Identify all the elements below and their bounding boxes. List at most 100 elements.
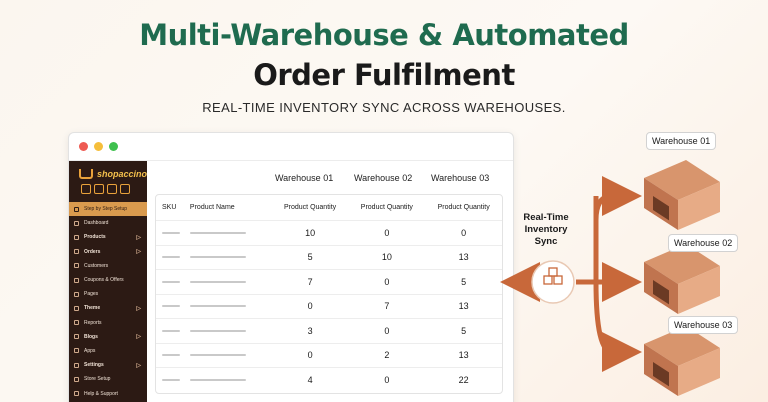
name-placeholder xyxy=(189,280,246,283)
sidebar-item-label: Apps xyxy=(84,347,96,354)
qty-cell-warehouse-1: 10 xyxy=(305,227,316,238)
qty-cell-warehouse-2: 2 xyxy=(384,350,390,361)
qty-cell-warehouse-1: 5 xyxy=(307,252,313,263)
sku-cell xyxy=(156,280,190,283)
sidebar-item-products[interactable]: Products ▷ xyxy=(69,230,147,244)
col-qty-1: Product Quantity xyxy=(284,204,337,211)
minimize-dot-icon[interactable] xyxy=(94,142,103,151)
cart-action-icon[interactable] xyxy=(107,184,117,194)
sidebar-item-label: Coupons & Offers xyxy=(84,277,124,284)
bell-icon[interactable] xyxy=(120,184,130,194)
sku-cell xyxy=(156,329,190,332)
sidebar-item-label: Theme xyxy=(84,305,101,312)
sidebar-item-coupons-offers[interactable]: Coupons & Offers xyxy=(69,273,147,287)
table-row[interactable]: 0 2 13 xyxy=(156,344,502,368)
sku-placeholder xyxy=(162,256,180,259)
qty-cell-warehouse-3: 22 xyxy=(458,375,469,386)
sidebar-item-apps[interactable]: Apps xyxy=(69,344,147,358)
sidebar-item-settings[interactable]: Settings▷ xyxy=(69,358,147,372)
col-qty-3: Product Quantity xyxy=(437,204,490,211)
qty-cell-warehouse-1: 0 xyxy=(307,301,313,312)
sku-placeholder xyxy=(162,354,180,357)
sidebar-item-label: Help & Support xyxy=(84,390,118,397)
sidebar-item-orders[interactable]: Orders▷ xyxy=(69,245,147,259)
quick-actions xyxy=(69,179,147,194)
sidebar-item-label: Reports xyxy=(84,319,102,326)
product-name-cell xyxy=(189,305,272,308)
product-name-cell xyxy=(189,231,272,234)
name-placeholder xyxy=(189,379,246,382)
menu-item-icon xyxy=(74,234,79,240)
sidebar-item-label: Blogs xyxy=(84,333,98,340)
sidebar-item-blogs[interactable]: Blogs ▷ xyxy=(69,330,147,344)
sidebar-item-dashboard[interactable]: Dashboard xyxy=(69,216,147,230)
menu-item-icon xyxy=(74,305,79,311)
share-icon[interactable] xyxy=(94,184,104,194)
name-placeholder xyxy=(189,329,246,332)
col-product-name: Product Name xyxy=(189,204,235,211)
warehouse-03-icon xyxy=(644,326,720,396)
close-dot-icon[interactable] xyxy=(79,142,88,151)
table-row[interactable]: 3 0 5 xyxy=(156,319,502,344)
warehouse-01-icon xyxy=(644,160,720,230)
name-placeholder xyxy=(189,256,246,259)
sidebar-item-help-support[interactable]: Help & Support xyxy=(69,386,147,400)
name-placeholder xyxy=(189,231,246,234)
sidebar-item-store-setup[interactable]: Store Setup xyxy=(69,372,147,386)
sidebar-item-label: Dashboard xyxy=(84,220,109,227)
cart-icon xyxy=(79,169,93,179)
sync-label-line2: Inventory xyxy=(524,224,568,235)
qty-cell-warehouse-1: 0 xyxy=(307,350,313,361)
qty-cell-warehouse-2: 10 xyxy=(381,252,392,263)
menu-item-icon xyxy=(74,320,79,326)
menu-item-icon xyxy=(74,263,79,269)
sidebar-item-theme[interactable]: Theme ▷ xyxy=(69,301,147,315)
sku-cell xyxy=(156,305,190,308)
menu-item-icon xyxy=(74,391,79,397)
qty-cell-warehouse-3: 0 xyxy=(461,227,467,238)
col-sku: SKU xyxy=(162,204,177,211)
sync-hub-icon xyxy=(531,260,575,304)
sidebar-item-customers[interactable]: Customers xyxy=(69,259,147,273)
qty-cell-warehouse-2: 0 xyxy=(384,276,390,287)
sync-label-line1: Real-Time xyxy=(523,212,569,223)
sidebar-item-label: Products xyxy=(84,234,106,241)
sku-placeholder xyxy=(162,329,180,332)
chevron-right-icon: ▷ xyxy=(136,334,141,341)
sidebar-item-label: Settings xyxy=(84,362,104,369)
maximize-dot-icon[interactable] xyxy=(109,142,118,151)
sidebar-item-reports[interactable]: Reports xyxy=(69,316,147,330)
qty-cell-warehouse-3: 13 xyxy=(458,301,469,312)
store-icon[interactable] xyxy=(81,184,91,194)
qty-cell-warehouse-3: 13 xyxy=(458,350,469,361)
subtitle: REAL-TIME INVENTORY SYNC ACROSS WAREHOUS… xyxy=(202,100,566,115)
warehouse-header-2: Warehouse 02 xyxy=(354,173,413,183)
menu-item-icon xyxy=(74,376,79,382)
sku-placeholder xyxy=(162,231,180,234)
menu-item-icon xyxy=(74,362,79,368)
sidebar-item-pages[interactable]: Pages xyxy=(69,287,147,301)
sidebar-item-step-by-step-setup[interactable]: Step by Step Setup xyxy=(69,202,147,217)
chevron-right-icon: ▷ xyxy=(136,234,141,241)
menu-item-icon xyxy=(74,220,79,226)
name-placeholder xyxy=(189,305,246,308)
sku-cell xyxy=(156,354,190,357)
logo-text: shopaccino xyxy=(96,169,147,179)
qty-cell-warehouse-3: 5 xyxy=(461,325,467,336)
qty-cell-warehouse-2: 0 xyxy=(384,325,390,336)
sku-cell xyxy=(156,256,190,259)
sku-cell xyxy=(156,231,190,234)
qty-cell-warehouse-1: 3 xyxy=(307,325,313,336)
chevron-right-icon: ▷ xyxy=(136,305,141,312)
table-header-row: SKU Product Name Product Quantity Produc… xyxy=(156,195,502,221)
sku-placeholder xyxy=(162,280,180,283)
product-name-cell xyxy=(189,329,272,332)
